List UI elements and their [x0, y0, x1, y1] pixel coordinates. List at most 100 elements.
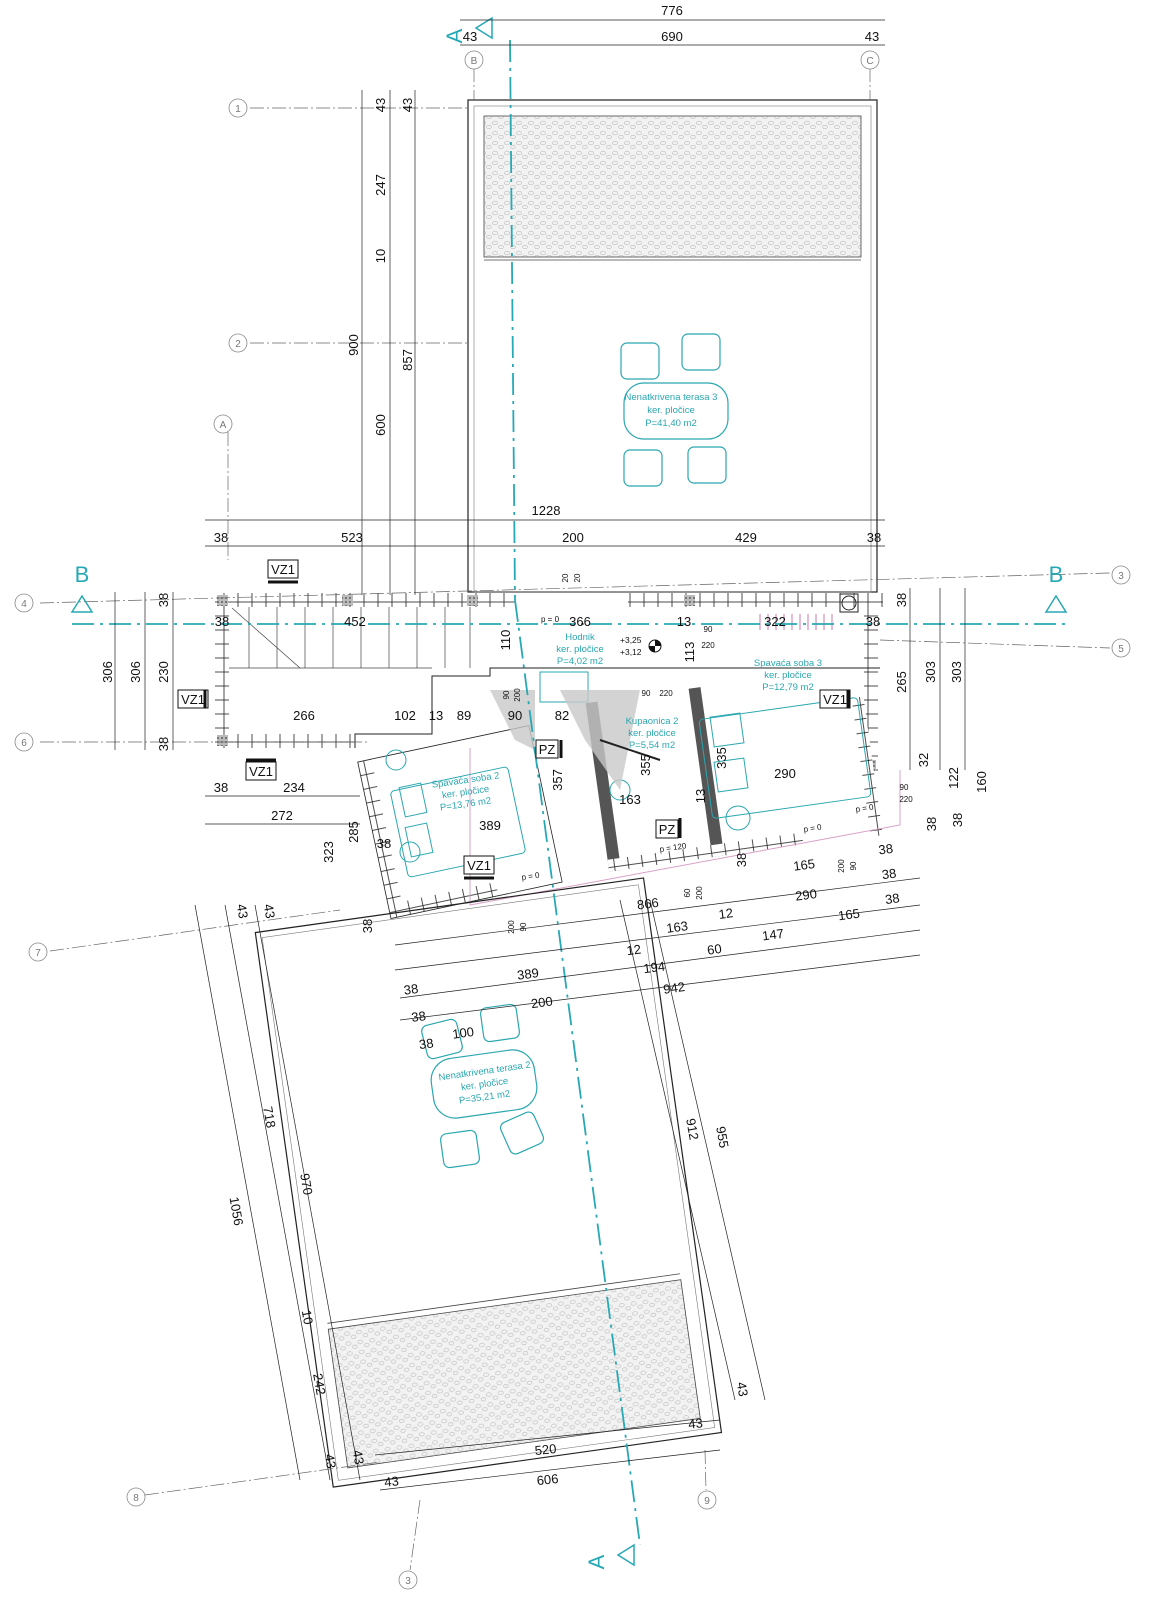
level-p120: p = 120 — [659, 841, 687, 854]
dim-335: 335 — [714, 747, 729, 769]
opening-90-d: 90 — [900, 783, 909, 792]
dim-13-a: 13 — [677, 614, 691, 629]
dim-285: 285 — [346, 821, 361, 843]
dim-265: 265 — [894, 671, 909, 693]
dim-38-e: 38 — [360, 919, 375, 933]
dim-43-bottom-b: 43 — [322, 1453, 339, 1470]
dim-290-inner: 290 — [774, 766, 796, 781]
dim-110: 110 — [498, 630, 513, 651]
dim-322: 322 — [764, 614, 786, 629]
dim-38-lower-b: 38 — [881, 866, 897, 883]
dim-718: 718 — [260, 1105, 279, 1129]
dim-43-top-b: 43 — [261, 903, 278, 920]
dim-38-inner-right: 38 — [866, 614, 880, 629]
section-a-bottom: A — [584, 1554, 609, 1569]
dim-38-right-c: 38 — [950, 813, 965, 827]
opening-200-e: 200 — [837, 859, 846, 873]
axis-7: 7 — [35, 948, 41, 959]
kupaonica2-floor: ker. pločice — [628, 728, 676, 739]
section-a-top: A — [442, 28, 467, 43]
dim-306-b: 306 — [128, 661, 143, 683]
dim-90: 90 — [508, 708, 522, 723]
soba3-floor: ker. pločice — [764, 670, 812, 681]
vz1-tag-a: VZ1 — [271, 562, 295, 577]
soba3-name: Spavaća soba 3 — [754, 658, 822, 669]
opening-90-b: 90 — [502, 690, 511, 699]
dim-1056: 1056 — [227, 1196, 247, 1227]
dim-38-row-left: 38 — [214, 530, 228, 545]
level-p0-c: p = 0 — [855, 802, 875, 813]
dim-323: 323 — [321, 841, 336, 863]
opening-90-c: 90 — [642, 689, 651, 698]
main-floor — [215, 593, 901, 919]
dim-955: 955 — [713, 1125, 732, 1149]
dim-113: 113 — [682, 642, 697, 663]
dim-165-b: 165 — [837, 906, 860, 924]
dim-43-bottom-a: 43 — [350, 1449, 367, 1466]
dim-389-lower: 389 — [516, 965, 539, 983]
hodnik-name: Hodnik — [565, 632, 595, 643]
dim-866: 866 — [636, 895, 659, 913]
axis-3-bottom: 3 — [405, 1576, 411, 1587]
dim-234: 234 — [283, 780, 305, 795]
dim-60: 60 — [706, 941, 722, 958]
kupaonica2-area: P=5,54 m2 — [629, 740, 675, 751]
level-312: +3,12 — [620, 647, 642, 657]
dim-12-b: 12 — [626, 941, 642, 958]
axis-1: 1 — [235, 104, 241, 115]
opening-90-e: 90 — [849, 861, 858, 870]
dim-194: 194 — [642, 959, 665, 977]
dim-32: 32 — [916, 753, 931, 767]
section-b-left: B — [75, 562, 90, 587]
dim-147: 147 — [761, 926, 784, 944]
terrace-3-floor: ker. pločice — [647, 405, 695, 416]
vz1-tag-b: VZ1 — [181, 692, 205, 707]
dim-523: 523 — [341, 530, 363, 545]
dim-13-c: 13 — [693, 789, 708, 803]
dim-266: 266 — [293, 708, 315, 723]
dim-690: 690 — [661, 29, 683, 44]
terrace-3-area: P=41,40 m2 — [645, 418, 697, 429]
dim-366: 366 — [569, 614, 591, 629]
axis-5-right: 5 — [1118, 644, 1124, 655]
dim-600: 600 — [373, 414, 388, 436]
dim-429: 429 — [735, 530, 757, 545]
axis-6: 6 — [21, 738, 27, 749]
opening-90-g: 90 — [519, 922, 528, 931]
terrace-furniture — [620, 333, 729, 487]
level-p0-b: p = 0 — [803, 822, 823, 833]
dim-89: 89 — [457, 708, 471, 723]
dim-38-right-top: 38 — [894, 593, 909, 607]
dim-272: 272 — [271, 808, 293, 823]
dim-38-row-right: 38 — [867, 530, 881, 545]
dim-357: 357 — [550, 769, 565, 791]
dim-1228: 1228 — [532, 503, 561, 518]
dim-160: 160 — [974, 771, 989, 793]
dimension-lines — [114, 19, 966, 1491]
dim-900: 900 — [346, 334, 361, 356]
opening-200: 200 — [513, 688, 522, 702]
dim-606: 606 — [536, 1471, 559, 1488]
opening-220-c: 220 — [659, 689, 673, 698]
dim-230: 230 — [156, 661, 171, 683]
dim-776: 776 — [661, 3, 683, 18]
dim-38-bed3: 38 — [734, 853, 749, 867]
dim-355: 355 — [638, 754, 653, 776]
axis-4: 4 — [21, 599, 27, 610]
opening-20-b: 20 — [573, 573, 582, 582]
dim-43-bottom-e: 43 — [688, 1415, 704, 1431]
dim-38-left-top: 38 — [156, 593, 171, 607]
dim-43-top-a: 43 — [234, 903, 251, 920]
watermark-logo — [490, 690, 640, 790]
level-p0-d: p = 0 — [521, 870, 541, 881]
dim-970: 970 — [297, 1172, 316, 1196]
dim-38-lower-a: 38 — [878, 841, 894, 858]
axis-9: 9 — [704, 1496, 710, 1507]
dim-303-b: 303 — [949, 661, 964, 683]
dim-38-lower-c: 38 — [403, 981, 419, 998]
dim-520: 520 — [534, 1441, 557, 1458]
dim-102: 102 — [394, 708, 416, 723]
opening-220-d: 220 — [899, 795, 913, 804]
dim-306-a: 306 — [100, 661, 115, 683]
